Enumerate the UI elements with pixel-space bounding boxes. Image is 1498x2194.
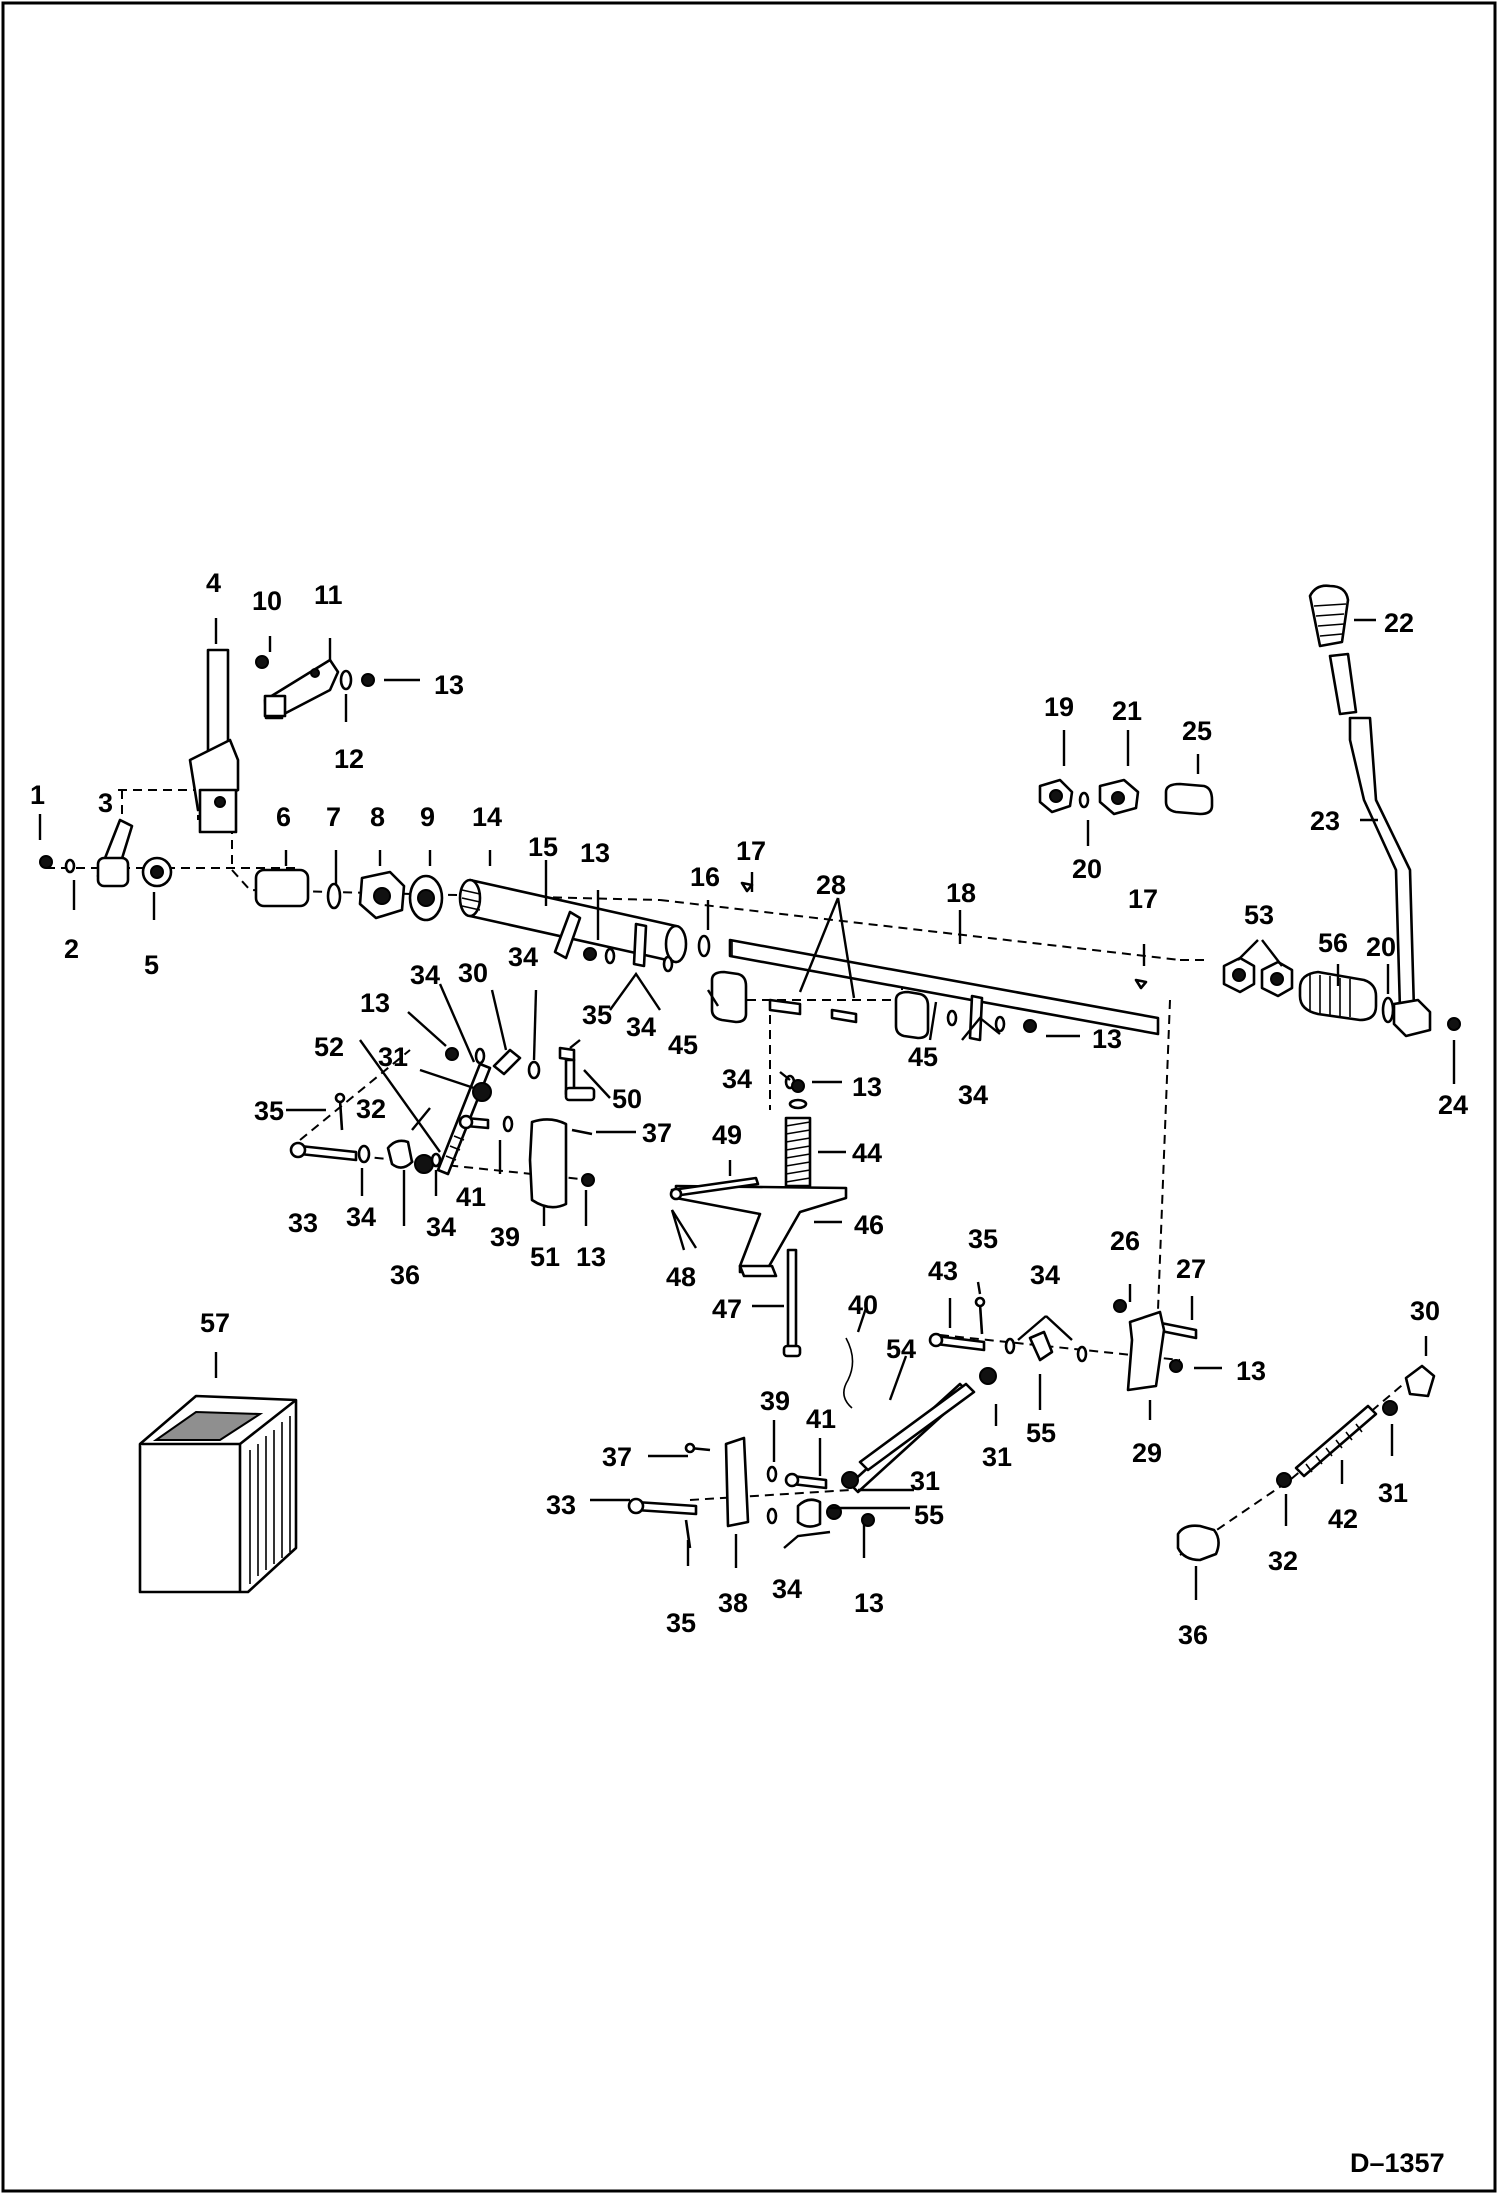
callout-21: 21 bbox=[1112, 696, 1142, 726]
callout-30b: 30 bbox=[1410, 1296, 1440, 1326]
callout-13d: 13 bbox=[360, 988, 390, 1018]
callout-51: 51 bbox=[530, 1242, 560, 1272]
callout-32a: 32 bbox=[356, 1094, 386, 1124]
callout-10: 10 bbox=[252, 586, 282, 616]
callout-35d: 35 bbox=[666, 1608, 696, 1638]
callout-9: 9 bbox=[420, 802, 435, 832]
callout-45a: 45 bbox=[668, 1030, 698, 1060]
callout-8: 8 bbox=[370, 802, 385, 832]
callout-34a: 34 bbox=[626, 1012, 656, 1042]
callout-54: 54 bbox=[886, 1334, 916, 1364]
callout-41a: 41 bbox=[456, 1182, 486, 1212]
callout-50: 50 bbox=[612, 1084, 642, 1114]
callout-23: 23 bbox=[1310, 806, 1340, 836]
callout-48: 48 bbox=[666, 1262, 696, 1292]
callout-34i: 34 bbox=[772, 1574, 802, 1604]
callout-34d: 34 bbox=[508, 942, 538, 972]
callout-labels: 1 2 3 4 5 6 7 8 9 10 11 12 13 14 15 13 1… bbox=[30, 568, 1468, 1650]
callout-52: 52 bbox=[314, 1032, 344, 1062]
callout-20a: 20 bbox=[1072, 854, 1102, 884]
callout-17b: 17 bbox=[1128, 884, 1158, 914]
callout-31a: 31 bbox=[378, 1042, 408, 1072]
callout-34f: 34 bbox=[426, 1212, 456, 1242]
callout-34b: 34 bbox=[958, 1080, 988, 1110]
callout-42: 42 bbox=[1328, 1504, 1358, 1534]
callout-44: 44 bbox=[852, 1138, 882, 1168]
callout-31d: 31 bbox=[910, 1466, 940, 1496]
callout-25: 25 bbox=[1182, 716, 1212, 746]
callout-40: 40 bbox=[848, 1290, 878, 1320]
callout-26: 26 bbox=[1110, 1226, 1140, 1256]
callout-37b: 37 bbox=[602, 1442, 632, 1472]
callout-41b: 41 bbox=[806, 1404, 836, 1434]
callout-13h: 13 bbox=[854, 1588, 884, 1618]
callout-39b: 39 bbox=[760, 1386, 790, 1416]
callout-19: 19 bbox=[1044, 692, 1074, 722]
callout-32b: 32 bbox=[1268, 1546, 1298, 1576]
drawing-code: D–1357 bbox=[1350, 2148, 1445, 2178]
callout-22: 22 bbox=[1384, 608, 1414, 638]
callout-49: 49 bbox=[712, 1120, 742, 1150]
callout-39a: 39 bbox=[490, 1222, 520, 1252]
callout-7: 7 bbox=[326, 802, 341, 832]
callout-13g: 13 bbox=[1236, 1356, 1266, 1386]
callout-35a: 35 bbox=[582, 1000, 612, 1030]
callout-46: 46 bbox=[854, 1210, 884, 1240]
callout-2: 2 bbox=[64, 934, 79, 964]
callout-34c: 34 bbox=[410, 960, 440, 990]
callout-37a: 37 bbox=[642, 1118, 672, 1148]
callout-55b: 55 bbox=[914, 1500, 944, 1530]
callout-4: 4 bbox=[206, 568, 221, 598]
callout-3: 3 bbox=[98, 788, 113, 818]
callout-18: 18 bbox=[946, 878, 976, 908]
callout-13c: 13 bbox=[1092, 1024, 1122, 1054]
callout-24: 24 bbox=[1438, 1090, 1468, 1120]
callout-20b: 20 bbox=[1366, 932, 1396, 962]
callout-33a: 33 bbox=[288, 1208, 318, 1238]
callout-33b: 33 bbox=[546, 1490, 576, 1520]
callout-35b: 35 bbox=[254, 1096, 284, 1126]
callout-31c: 31 bbox=[1378, 1478, 1408, 1508]
callout-16: 16 bbox=[690, 862, 720, 892]
callout-53: 53 bbox=[1244, 900, 1274, 930]
callout-34h: 34 bbox=[1030, 1260, 1060, 1290]
callout-45b: 45 bbox=[908, 1042, 938, 1072]
callout-36b: 36 bbox=[1178, 1620, 1208, 1650]
callout-43: 43 bbox=[928, 1256, 958, 1286]
callout-17a: 17 bbox=[736, 836, 766, 866]
callout-38: 38 bbox=[718, 1588, 748, 1618]
callout-30a: 30 bbox=[458, 958, 488, 988]
callout-47: 47 bbox=[712, 1294, 742, 1324]
leader-lines bbox=[38, 618, 1456, 1600]
callout-29: 29 bbox=[1132, 1438, 1162, 1468]
callout-36a: 36 bbox=[390, 1260, 420, 1290]
callout-31b: 31 bbox=[982, 1442, 1012, 1472]
callout-35c: 35 bbox=[968, 1224, 998, 1254]
callout-5: 5 bbox=[144, 950, 159, 980]
callout-34g: 34 bbox=[722, 1064, 752, 1094]
callout-56: 56 bbox=[1318, 928, 1348, 958]
callout-27: 27 bbox=[1176, 1254, 1206, 1284]
callout-14: 14 bbox=[472, 802, 502, 832]
callout-57: 57 bbox=[200, 1308, 230, 1338]
callout-12: 12 bbox=[334, 744, 364, 774]
callout-28: 28 bbox=[816, 870, 846, 900]
callout-6: 6 bbox=[276, 802, 291, 832]
callout-13a: 13 bbox=[434, 670, 464, 700]
callout-55a: 55 bbox=[1026, 1418, 1056, 1448]
callout-11: 11 bbox=[314, 580, 343, 610]
callout-34e: 34 bbox=[346, 1202, 376, 1232]
callout-15: 15 bbox=[528, 832, 558, 862]
callout-13b: 13 bbox=[580, 838, 610, 868]
callout-13e: 13 bbox=[576, 1242, 606, 1272]
callout-13f: 13 bbox=[852, 1072, 882, 1102]
callout-1: 1 bbox=[30, 780, 45, 810]
